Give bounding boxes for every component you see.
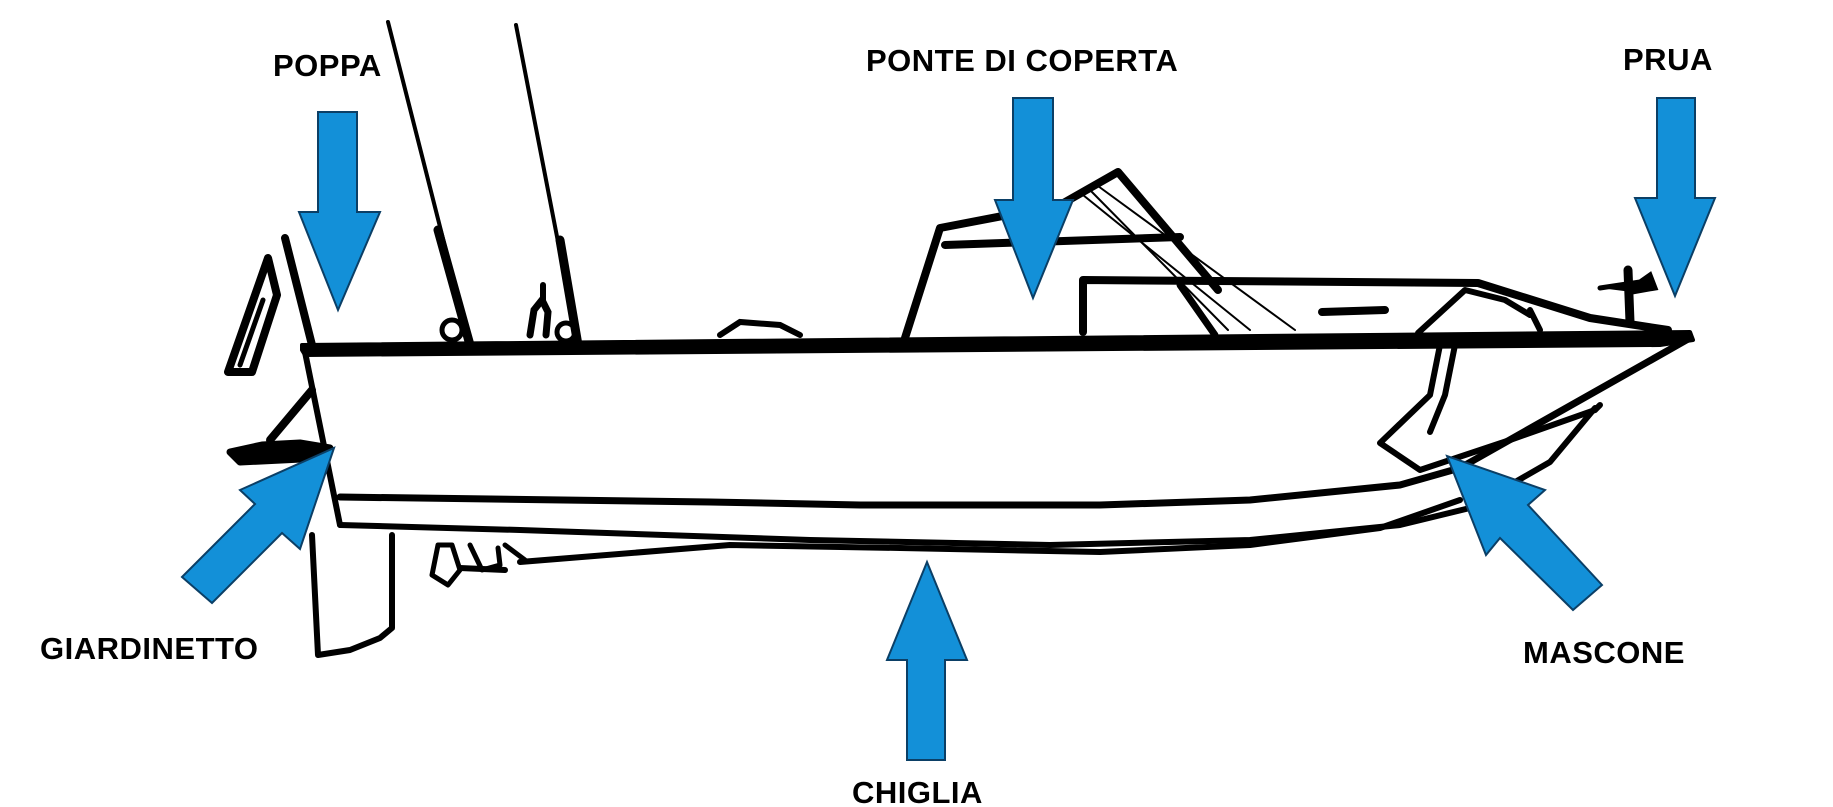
label-mascone: MASCONE xyxy=(1523,635,1685,670)
hull xyxy=(300,330,1695,658)
label-ponte-di-coperta: PONTE DI COPERTA xyxy=(866,43,1179,78)
arrow-giardinetto xyxy=(180,446,336,605)
bow-fittings xyxy=(717,265,1659,338)
arrow-chiglia xyxy=(885,559,969,761)
fishing-rods xyxy=(386,20,583,350)
label-chiglia: CHIGLIA xyxy=(852,775,983,807)
stern-fittings xyxy=(224,234,334,466)
arrows xyxy=(180,97,1717,761)
arrow-mascone xyxy=(1445,454,1604,612)
arrow-poppa xyxy=(297,111,382,313)
label-poppa: POPPA xyxy=(273,48,382,83)
arrow-ponte-di-coperta xyxy=(993,97,1075,301)
label-giardinetto: GIARDINETTO xyxy=(40,631,259,666)
arrow-prua xyxy=(1633,97,1717,299)
label-prua: PRUA xyxy=(1623,42,1713,77)
